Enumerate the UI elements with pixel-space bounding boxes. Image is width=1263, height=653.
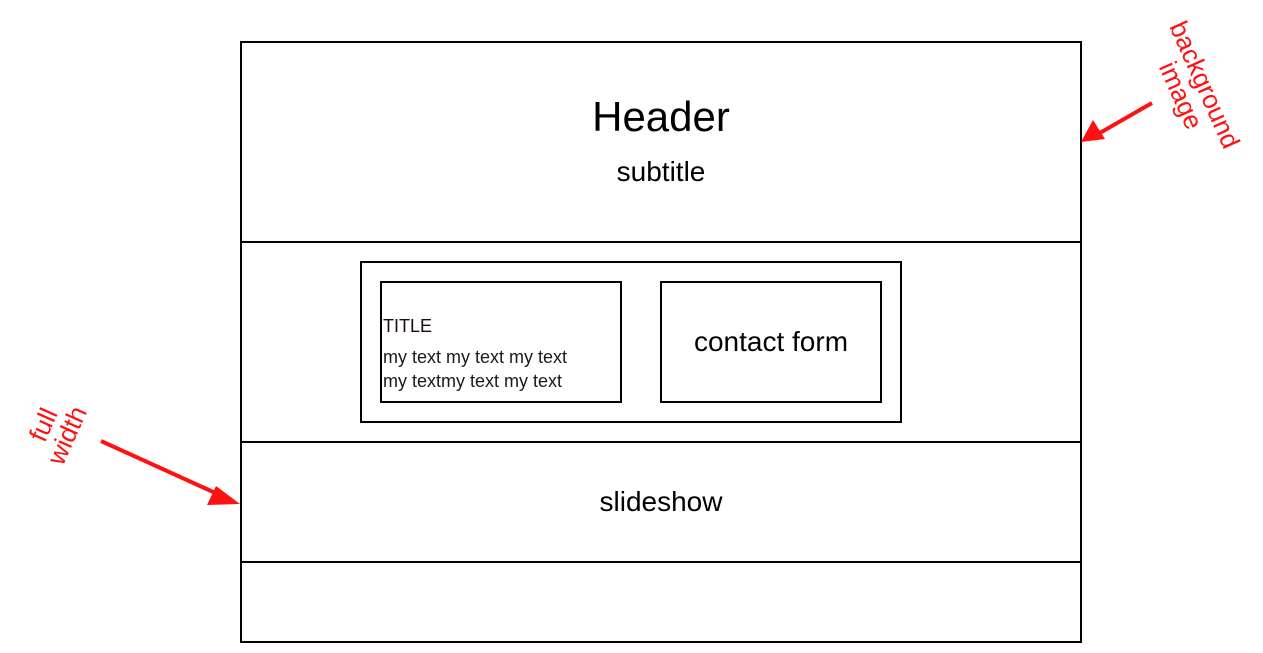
full-width-annotation: full width [13, 378, 97, 481]
text-block-line: my text my text my text [383, 347, 568, 367]
header-section: Header subtitle [240, 41, 1082, 243]
contact-form-block: contact form [660, 281, 882, 403]
text-block-body: my text my text my text my textmy text m… [383, 345, 567, 393]
text-block-title: TITLE [383, 316, 433, 336]
slideshow-label: slideshow [599, 486, 723, 517]
background-image-arrow-head [1081, 120, 1105, 142]
text-block-line: my textmy text my text [383, 371, 563, 391]
full-width-arrow-shaft [100, 439, 223, 498]
background-image-arrow-shaft [1097, 101, 1153, 136]
header-subtitle: subtitle [616, 156, 706, 187]
contact-form-label: contact form [693, 326, 849, 357]
slideshow-section: slideshow [240, 441, 1082, 563]
header-title: Header [592, 93, 730, 140]
background-image-annotation: background image [1135, 2, 1252, 178]
text-block: TITLE my text my text my text my textmy … [380, 281, 622, 403]
footer-section [240, 561, 1082, 643]
full-width-arrow-head [207, 486, 240, 505]
